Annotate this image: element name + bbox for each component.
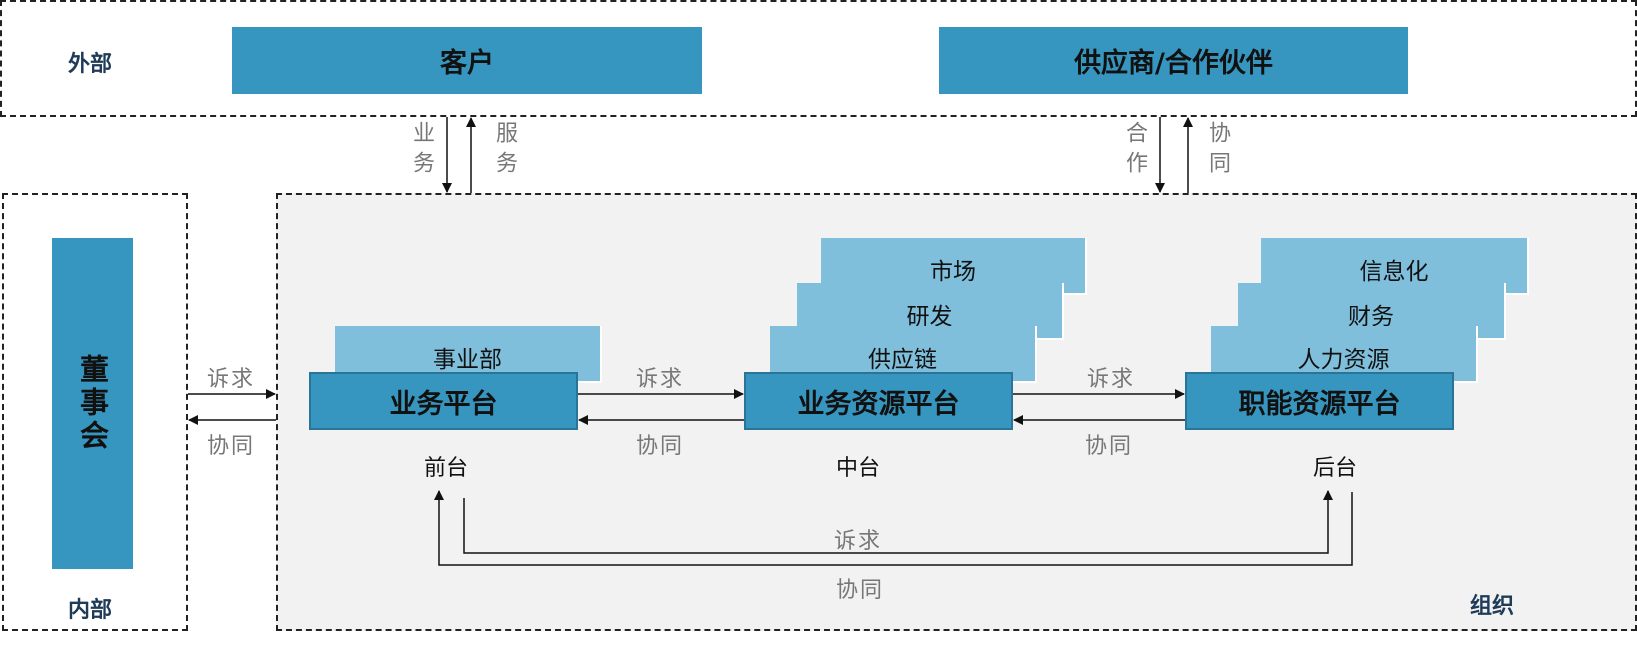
board-request-label: 诉求 [207, 367, 256, 392]
flow-right-down-label: 合作 [1117, 121, 1151, 181]
front-request-label: 诉求 [636, 367, 685, 392]
external-label: 外部 [68, 52, 113, 77]
board-collab-label: 协同 [207, 434, 256, 459]
internal-region [2, 193, 188, 631]
arrow-back-front-collab [434, 490, 1353, 566]
flow-left-up-text: 服务 [492, 121, 517, 181]
middle-stage: 中台 [836, 456, 881, 481]
org-label: 组织 [1470, 594, 1515, 619]
board-box: 董事会 [52, 238, 133, 569]
supplier-box: 供应商/合作伙伴 [939, 27, 1408, 94]
customer-box: 客户 [232, 27, 702, 94]
middle-collab-label: 协同 [1085, 434, 1134, 459]
front-stage: 前台 [424, 456, 469, 481]
front-collab-label: 协同 [636, 434, 685, 459]
flow-right-up-label: 协同 [1200, 121, 1234, 181]
flow-left-up-label: 服务 [487, 121, 521, 181]
middle-platform: 业务资源平台 [744, 372, 1013, 430]
board-label: 董事会 [75, 354, 110, 453]
flow-right-down-text: 合作 [1122, 121, 1147, 181]
loop-request-label: 诉求 [834, 529, 883, 554]
middle-request-label: 诉求 [1087, 367, 1136, 392]
external-region [0, 0, 1637, 117]
loop-collab-label: 协同 [836, 578, 885, 603]
flow-right-up-text: 协同 [1205, 121, 1230, 181]
front-platform: 业务平台 [309, 372, 578, 430]
back-stage: 后台 [1313, 456, 1358, 481]
back-platform: 职能资源平台 [1185, 372, 1454, 430]
flow-left-down-text: 业务 [409, 121, 434, 181]
arrow-front-back-request [463, 490, 1333, 554]
internal-label: 内部 [68, 598, 113, 623]
flow-left-down-label: 业务 [404, 121, 438, 181]
